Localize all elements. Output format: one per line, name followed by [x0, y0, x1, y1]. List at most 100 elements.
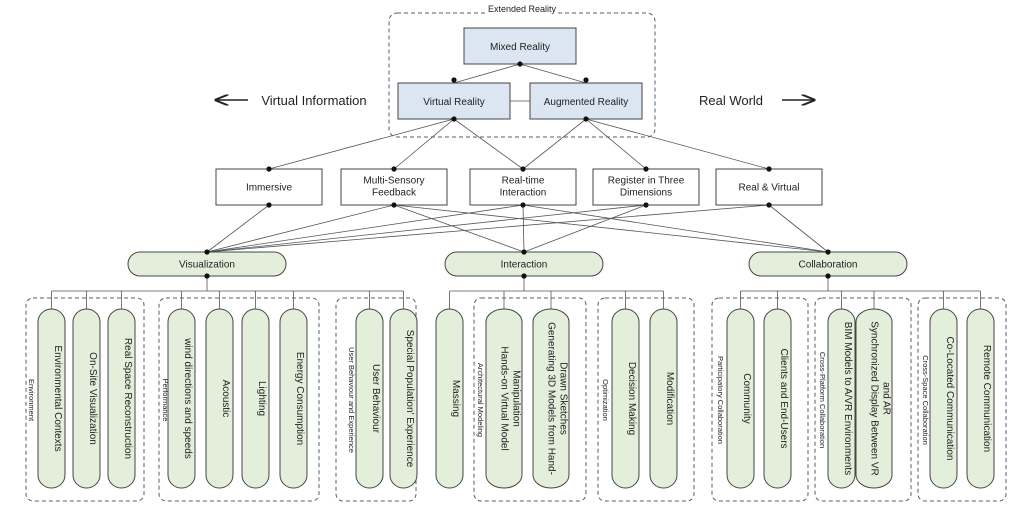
connector-line — [585, 118, 647, 170]
leaf-item — [532, 308, 570, 489]
leaf-item — [435, 308, 464, 489]
leaf-group-label: Cross-Space Collaboration — [921, 355, 930, 445]
virtual-information-label: Virtual Information — [261, 93, 366, 108]
category-label-interaction: Interaction — [501, 260, 548, 271]
junction-dot — [451, 77, 457, 83]
connector-line — [523, 204, 647, 253]
leaf-group-label: Optimization — [601, 379, 610, 421]
feature-label-register: Register in Three — [608, 176, 685, 187]
leaf-group-box — [711, 297, 809, 502]
connector-line — [206, 204, 647, 253]
connector-line — [393, 118, 455, 170]
augmented-reality-label: Augmented Reality — [544, 97, 629, 108]
leaf-group-label: User Behaviour and Experience — [347, 347, 356, 453]
connector-line — [522, 118, 587, 170]
connector-line — [206, 204, 270, 253]
leaf-item — [827, 308, 856, 489]
connector-line — [768, 204, 829, 253]
category-label-collaboration: Collaboration — [799, 260, 858, 271]
feature-label-register: Dimensions — [620, 188, 672, 199]
leaf-item — [355, 308, 384, 489]
junction-dot — [391, 166, 397, 172]
leaf-item-label: Environmental Contexts — [52, 345, 63, 451]
junction-dot — [583, 77, 589, 83]
leaf-item-label: Real Space Reconstruction — [122, 338, 133, 459]
leaf-group-label: Architectural Modeling — [476, 363, 485, 437]
connector-line — [206, 204, 770, 253]
connector-line — [393, 204, 829, 253]
leaf-item — [929, 308, 958, 489]
leaf-item — [649, 308, 678, 489]
junction-dot — [521, 249, 527, 255]
junction-dot — [391, 202, 397, 208]
leaf-item-label: Modification — [664, 372, 675, 425]
junction-dot — [517, 61, 523, 67]
leaf-item-label: Massing — [450, 380, 461, 417]
junction-dot — [643, 202, 649, 208]
leaf-item — [37, 308, 66, 489]
connector-line — [522, 204, 829, 253]
feature-label-real-virtual: Real & Virtual — [739, 183, 800, 194]
junction-dot — [766, 166, 772, 172]
connector-line — [585, 118, 770, 170]
leaf-item-label: User Behaviour — [370, 364, 381, 434]
junction-dot — [583, 116, 589, 122]
junction-dot — [266, 166, 272, 172]
category-label-visualization: Visualization — [179, 260, 235, 271]
leaf-item — [726, 308, 755, 489]
feature-box-real-virtual — [715, 168, 823, 206]
leaf-item-label: Community — [741, 373, 752, 424]
connector-line — [522, 204, 525, 253]
leaf-item-label: Decision Making — [626, 362, 637, 435]
virtual-reality-box — [397, 82, 511, 120]
junction-dot — [521, 273, 527, 279]
leaf-group-box — [25, 297, 145, 502]
leaf-item-label: and AR — [881, 382, 892, 415]
leaf-item — [205, 308, 234, 489]
leaf-item — [167, 308, 196, 489]
feature-boxes: ImmersiveMulti-SensoryFeedbackReal-timeI… — [215, 168, 823, 206]
leaf-item — [611, 308, 640, 489]
leaf-item-label: Clients and End-Users — [778, 348, 789, 448]
mixed-reality-box — [463, 27, 577, 65]
junction-dot — [825, 273, 831, 279]
leaf-item — [72, 308, 101, 489]
leaf-group-label: Performance — [161, 379, 170, 422]
connector-line — [453, 63, 521, 84]
leaf-item — [389, 308, 418, 489]
leaf-item — [485, 308, 523, 489]
leaf-group-label: Cross-Platform Collaboration — [818, 352, 827, 448]
connector-lines — [51, 63, 981, 309]
junction-dot — [643, 166, 649, 172]
connector-line — [206, 204, 524, 253]
feature-label-realtime: Real-time — [502, 176, 545, 187]
leaf-item-label: Drawn Sketches — [558, 362, 569, 435]
feature-label-immersive: Immersive — [246, 183, 293, 194]
real-world-label: Real World — [699, 93, 763, 108]
connector-line — [206, 204, 395, 253]
leaf-item — [966, 308, 995, 489]
leaf-group-label: Environment — [27, 379, 36, 422]
leaf-item-label: Hands-on Virtual Model — [499, 346, 510, 450]
leaf-item-label: On-Site Visualization — [87, 352, 98, 445]
connector-line — [268, 118, 455, 170]
mixed-reality-label: Mixed Reality — [490, 42, 550, 53]
junction-dot — [451, 116, 457, 122]
junction-dot — [825, 249, 831, 255]
junction-dot — [520, 202, 526, 208]
augmented-reality-box — [529, 82, 643, 120]
leaf-item-label: Generating 3D Models from Hand- — [546, 322, 557, 475]
leaf-item — [763, 308, 792, 489]
leaf-item — [855, 308, 893, 489]
leaf-item-label: BIM Models to A/VR Environments — [842, 322, 853, 475]
feature-label-multi-sensory: Multi-Sensory — [363, 176, 424, 187]
leaf-group-box — [158, 297, 320, 502]
category-pills: Visualization Interaction Collaboration — [127, 251, 908, 277]
feature-box-register — [592, 168, 700, 206]
junction-dot — [520, 166, 526, 172]
leaf-item-label: Energy Consumption — [294, 352, 305, 445]
junction-dot — [766, 202, 772, 208]
junction-dot — [266, 202, 272, 208]
leaf-item — [107, 308, 136, 489]
